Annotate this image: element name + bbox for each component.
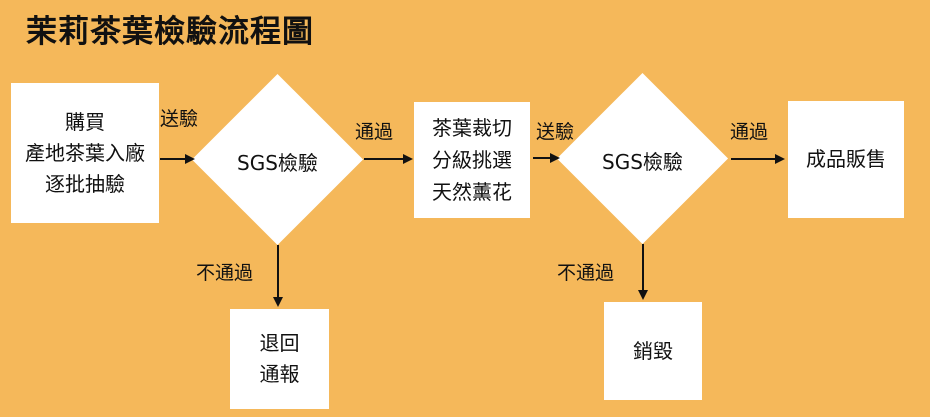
edge-label-sgs1-pass: 通過	[355, 121, 394, 143]
node-line: 茶葉裁切	[432, 116, 512, 140]
edge-label-sgs1-fail: 不通過	[196, 262, 254, 284]
purchase-node: 購買 產地茶葉入廠 逐批抽驗	[11, 83, 159, 223]
node-line: 銷毀	[633, 338, 673, 363]
sgs-check-1-label: SGS檢驗	[237, 151, 318, 175]
node-line: 通報	[259, 362, 300, 386]
node-line: 分級挑選	[432, 148, 512, 172]
node-line: 產地茶葉入廠	[25, 140, 145, 165]
node-line: 天然薰花	[432, 180, 512, 204]
return-node: 退回 通報	[230, 309, 329, 409]
edge-label-sgs2-pass: 通過	[730, 121, 769, 143]
destroy-node: 銷毀	[604, 302, 702, 400]
node-line: 購買	[65, 109, 105, 134]
sgs-check-2-label: SGS檢驗	[602, 150, 683, 174]
sale-node: 成品販售	[788, 101, 904, 218]
node-line: 成品販售	[806, 147, 886, 171]
edge-label-sgs2-fail: 不通過	[557, 262, 615, 284]
process-node: 茶葉裁切 分級挑選 天然薰花	[414, 102, 530, 218]
page-title: 茉莉茶葉檢驗流程圖	[26, 14, 314, 50]
edge-label-to-sgs1: 送驗	[160, 108, 199, 130]
node-line: 逐批抽驗	[45, 171, 125, 196]
node-line: 退回	[259, 331, 300, 355]
edge-label-to-sgs2: 送驗	[536, 121, 575, 143]
